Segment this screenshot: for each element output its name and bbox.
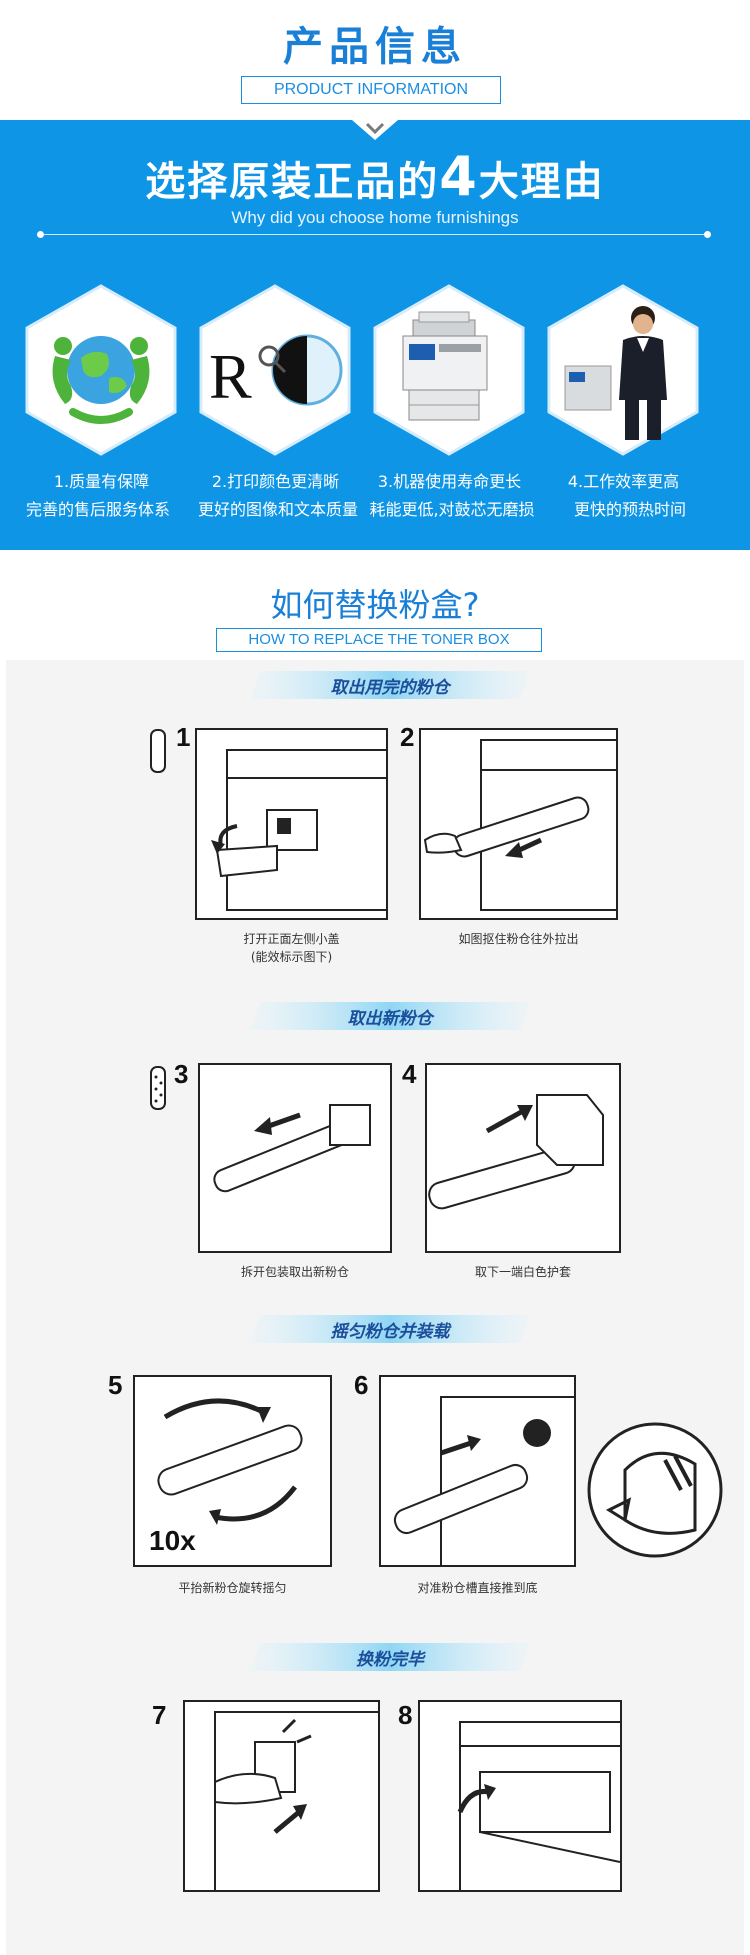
reason-3-title: 3.机器使用寿命更长 [377, 472, 522, 491]
shake-count-label: 10x [149, 1525, 196, 1556]
step-1-illustration [195, 728, 388, 920]
reason-1-desc: 完善的售后服务体系 [25, 500, 170, 519]
toner-new-icon [150, 1066, 166, 1110]
close-door-icon [214, 1711, 378, 1890]
section-ribbon-4 [250, 1643, 530, 1671]
step-2-illustration [419, 728, 618, 920]
step-5-caption: 平抬新粉仓旋转摇匀 [178, 1581, 287, 1595]
reason-2-desc: 更好的图像和文本质量 [197, 500, 358, 519]
printer-ready-icon [457, 1721, 620, 1890]
step-4-number: 4 [402, 1059, 417, 1089]
reasons-title-number: 4 [439, 145, 479, 208]
step-3-number: 3 [174, 1059, 189, 1089]
step-2-caption: 如图抠住粉仓往外拉出 [458, 932, 579, 946]
chevron-down-icon [365, 122, 385, 134]
unpack-toner-icon [213, 1104, 371, 1193]
clear-print-logo-letter: R [209, 341, 252, 412]
toner-used-icon [150, 729, 166, 773]
reasons-divider [37, 231, 711, 238]
reasons-title: 选择原装正品的4大理由 [0, 145, 750, 208]
reason-2-title: 2.打印颜色更清晰 [211, 472, 340, 491]
remove-cap-icon [428, 1094, 604, 1210]
section-ribbon-2 [250, 1002, 530, 1030]
step-5-illustration: 10x [133, 1375, 332, 1567]
step-6-illustration [379, 1375, 576, 1567]
howto-title: 如何替换粉盒? [270, 586, 480, 624]
printer-machine-icon [373, 284, 525, 456]
printer-open-door-icon [211, 749, 386, 911]
step-8-illustration [418, 1700, 622, 1892]
product-info-header: 产品信息 PRODUCT INFORMATION [0, 0, 750, 120]
reasons-title-prefix: 选择原装正品的 [145, 159, 440, 205]
step-2-number: 2 [400, 722, 415, 752]
step-3-caption: 拆开包装取出新粉仓 [240, 1265, 349, 1279]
insert-toner-icon [393, 1396, 574, 1565]
step-4-illustration [425, 1063, 621, 1253]
section-label-4: 换粉完毕 [356, 1650, 424, 1670]
step-1-caption: 打开正面左侧小盖 [243, 932, 340, 946]
step-4-caption: 取下一端白色护套 [474, 1265, 571, 1279]
shake-toner-icon [157, 1398, 303, 1525]
step-1-number: 1 [176, 722, 191, 752]
reason-1-title: 1.质量有保障 [53, 472, 150, 491]
howto-subtitle: HOW TO REPLACE THE TONER BOX [216, 628, 542, 652]
step-8-number: 8 [398, 1700, 413, 1730]
businessman-photo-icon [547, 284, 699, 456]
step-5-number: 5 [108, 1370, 123, 1400]
product-info-title: 产品信息 [283, 24, 467, 70]
step-7-number: 7 [152, 1700, 167, 1730]
reasons-subtitle: Why did you choose home furnishings [231, 208, 519, 227]
step-3-illustration [198, 1063, 392, 1253]
clear-print-logo-icon: R [199, 284, 351, 456]
section-label-1: 取出用完的粉仓 [330, 678, 450, 698]
pull-out-toner-icon [423, 739, 616, 911]
step-1-caption-note: (能效标示图下) [250, 950, 333, 964]
insert-detail-zoom-icon [587, 1422, 723, 1558]
reason-3-desc: 耗能更低,对鼓芯无磨损 [369, 500, 535, 519]
step-6-caption: 对准粉仓槽直接推到底 [417, 1581, 538, 1595]
product-info-subtitle: PRODUCT INFORMATION [241, 76, 501, 104]
reason-4-desc: 更快的预热时间 [573, 500, 686, 519]
section-label-2: 取出新粉仓 [347, 1009, 433, 1029]
step-6-number: 6 [354, 1370, 369, 1400]
reason-4-title: 4.工作效率更高 [567, 472, 680, 491]
reasons-title-suffix: 大理由 [478, 159, 605, 205]
step-7-illustration [183, 1700, 380, 1892]
section-ribbon-3 [250, 1315, 530, 1343]
section-label-3: 摇匀粉仓并装载 [330, 1322, 450, 1342]
section-ribbon-1 [250, 671, 530, 699]
quality-globe-icon [25, 284, 177, 456]
